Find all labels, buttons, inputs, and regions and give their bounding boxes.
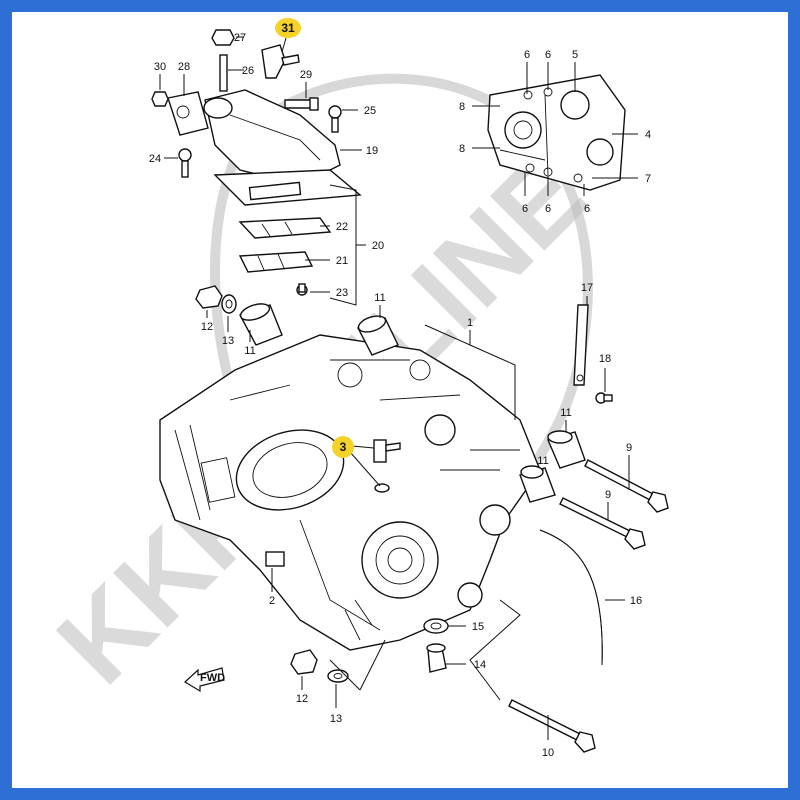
callout-label-6e: 6 [584,203,590,215]
callout-label-6d: 6 [545,203,551,215]
callout-label-11c: 11 [560,407,571,419]
callout-label-12a: 12 [201,321,213,333]
callout-label-13a: 13 [222,335,234,347]
callout-label-27: 27 [234,32,246,44]
callout-label-31: 31 [281,21,295,35]
callout-label-24: 24 [149,153,161,165]
callout-label-2: 2 [269,595,275,607]
callout-label-20: 20 [372,240,384,252]
leader-lines [159,36,638,740]
callout-label-29: 29 [300,69,312,81]
fwd-arrow: FWD [184,667,225,693]
bracket-and-pipe [539,304,613,666]
callout-label-11a: 11 [374,292,385,304]
fwd-label: FWD [200,672,225,684]
callout-label-6c: 6 [522,203,528,215]
callout-label-8a: 8 [459,101,465,113]
main-crankcase [159,334,541,651]
callout-label-25: 25 [364,105,376,117]
long-bolts [508,459,669,753]
dowel-pins [238,303,586,567]
callout-label-22: 22 [336,221,348,233]
callout-label-6a: 6 [524,49,530,61]
callout-label-9b: 9 [605,489,611,501]
callout-label-6b: 6 [545,49,551,61]
callout-31-highlight [275,18,301,38]
callout-label-18: 18 [599,353,611,365]
callout-label-11d: 11 [537,455,548,467]
callout-label-4: 4 [645,129,651,141]
callout-label-10: 10 [542,747,554,759]
callout-label-19: 19 [366,145,378,157]
callout-label-14: 14 [474,659,486,671]
callout-label-28: 28 [178,61,190,73]
callout-label-3: 3 [340,440,347,454]
callout-label-21: 21 [336,255,348,267]
callout-label-11b: 11 [244,345,255,357]
callout-3-highlight [332,436,354,458]
nuts-and-washers [195,285,449,683]
callout-label-13b: 13 [330,713,342,725]
callout-label-5: 5 [572,49,578,61]
callout-label-1: 1 [467,317,473,329]
callout-label-23: 23 [336,287,348,299]
callout-label-16: 16 [630,595,642,607]
intake-assembly [151,29,362,296]
callout-label-17: 17 [581,282,593,294]
callout-label-7: 7 [645,173,651,185]
callout-label-12b: 12 [296,693,308,705]
crankcase-detail-view [487,74,626,191]
callout-label-30: 30 [154,61,166,73]
callout-label-26: 26 [242,65,254,77]
callout-label-15: 15 [472,621,484,633]
callout-label-9a: 9 [626,442,632,454]
callout-label-8b: 8 [459,143,465,155]
exploded-parts-diagram: KKP ONLINE [34,18,669,759]
